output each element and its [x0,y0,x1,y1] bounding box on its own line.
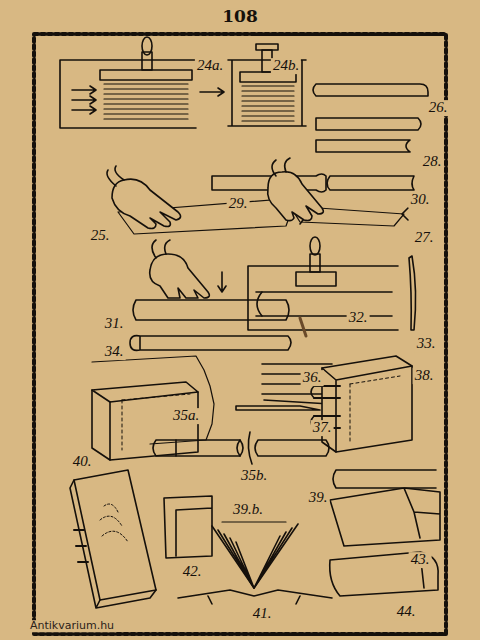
figure-number: 24b. [271,58,301,74]
spine-profile [236,406,320,410]
hand-figure [268,158,408,226]
figure-number: 35a. [171,408,201,424]
figure-number: 34. [103,344,126,360]
figure-number: 31. [103,316,126,332]
figure-number: 26. [427,100,450,116]
page-frame [34,34,446,634]
figure-number: 27. [413,230,436,246]
figure-number: 32. [347,310,370,326]
hand-figure [133,240,289,320]
figure-number: 29. [227,196,250,212]
watermark: Antikvarium.hu [28,620,116,632]
figure-number: 42. [181,564,204,580]
spine-profile [333,470,436,488]
figure-number: 44. [395,604,418,620]
corner-figure [330,552,438,596]
figure-number: 39. [307,490,330,506]
figure-number: 30. [409,192,432,208]
page-number: 108 [220,8,260,26]
figure-number: 33. [415,336,438,352]
press-figure [228,44,306,126]
knife-figure [409,256,416,330]
figure-number: 40. [71,454,94,470]
figure-number: 37. [311,420,334,436]
figure-number: 38. [413,368,436,384]
thread-lines [222,521,286,522]
figure-number: 39.b. [231,502,265,518]
book-figure [178,524,332,604]
book-figure [70,470,156,608]
rod-figure [153,432,329,464]
figure-number: 41. [251,606,274,622]
figure-number: 36. [301,370,324,386]
spine-profile [212,84,428,192]
book-figure [311,356,412,452]
figure-number: 25. [89,228,112,244]
corner-figure [330,488,440,546]
figure-number: 24a. [195,58,225,74]
press-figure [248,237,398,336]
board-figure [164,496,212,558]
spine-profile [130,336,291,351]
figure-number: 35b. [239,468,269,484]
press-figure [60,37,224,128]
figure-number: 28. [421,154,444,170]
figure-number: 43. [409,552,432,568]
